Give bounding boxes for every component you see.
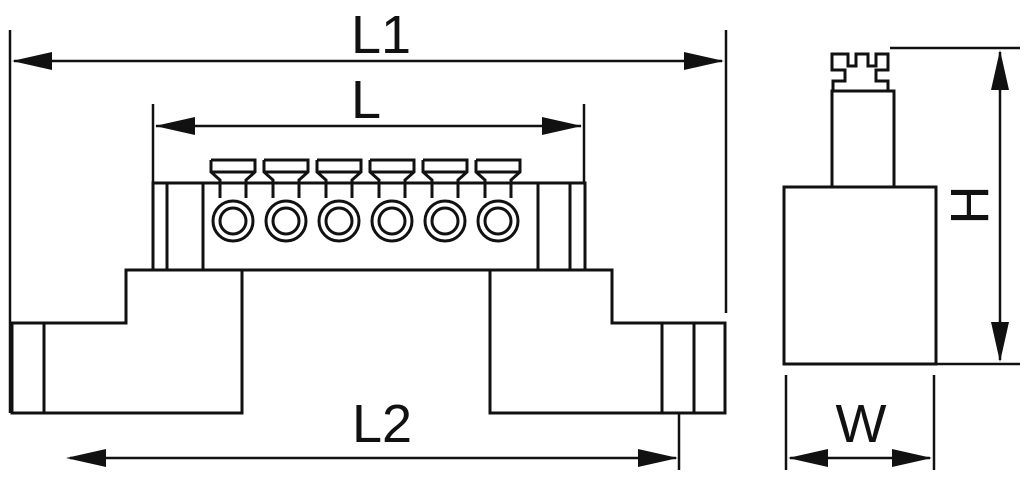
l2-label: L2	[352, 394, 412, 454]
terminal-screw	[421, 158, 469, 243]
h-label: H	[940, 186, 1000, 225]
l-label: L	[351, 70, 381, 130]
terminal-screw	[368, 158, 416, 243]
dimension-w: W	[784, 375, 936, 470]
terminal-screw	[209, 158, 257, 243]
w-label: W	[836, 394, 887, 454]
w-arrow-right	[892, 449, 932, 467]
h-arrow-bottom	[991, 322, 1009, 362]
busbar-body	[151, 181, 587, 272]
l-arrow-left	[155, 117, 195, 135]
side-view	[782, 52, 938, 366]
l2-arrow-left	[66, 449, 106, 467]
side-body	[782, 185, 938, 366]
l-arrow-right	[542, 117, 582, 135]
terminal-screw	[474, 158, 522, 243]
w-arrow-left	[788, 449, 828, 467]
dimension-h: H	[890, 46, 1020, 366]
side-screw-head	[830, 52, 890, 91]
side-screw-stem	[830, 89, 896, 189]
terminal-screws	[209, 158, 522, 243]
l1-arrow-left	[12, 52, 52, 70]
terminal-screw	[262, 158, 310, 243]
base-outline-right	[488, 268, 727, 415]
dimension-l2: L2	[66, 394, 681, 470]
l1-label: L1	[351, 5, 411, 65]
front-view	[10, 158, 727, 415]
l2-arrow-right	[638, 449, 678, 467]
dimension-l: L	[151, 70, 586, 183]
h-arrow-top	[991, 50, 1009, 90]
dimension-l1: L1	[8, 5, 728, 413]
terminal-screw	[315, 158, 363, 243]
l1-arrow-right	[684, 52, 724, 70]
base-outline	[10, 268, 244, 415]
